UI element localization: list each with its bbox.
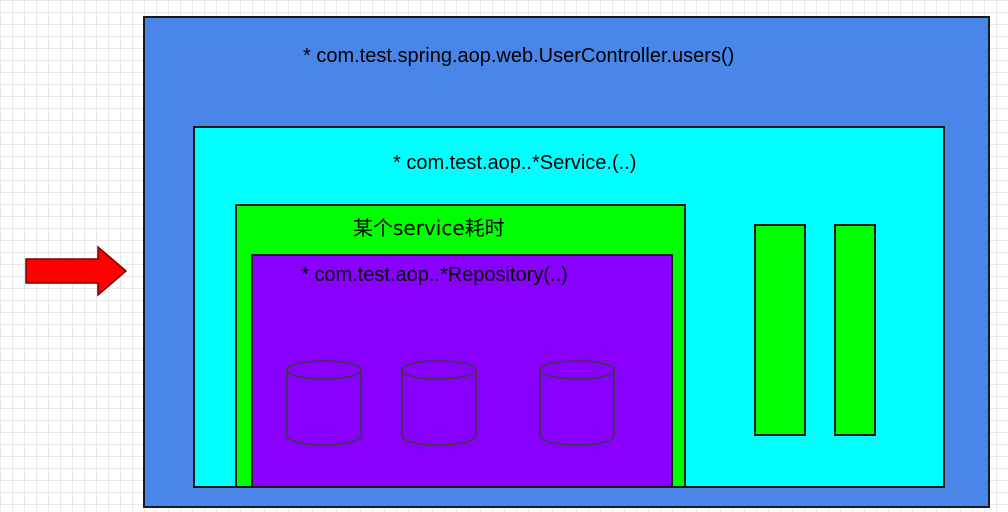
right-arrow-icon [25, 245, 128, 297]
service-label: * com.test.aop..*Service.(..) [393, 152, 637, 174]
side-bar [834, 224, 876, 436]
repository-box [251, 254, 673, 488]
database-icon [286, 360, 362, 446]
service-time-label: 某个service耗时 [353, 216, 505, 240]
side-bar [754, 224, 806, 436]
controller-label: * com.test.spring.aop.web.UserController… [303, 45, 735, 67]
database-icon [539, 360, 615, 446]
repository-label: * com.test.aop..*Repository(..) [301, 264, 568, 286]
database-icon [401, 360, 477, 446]
